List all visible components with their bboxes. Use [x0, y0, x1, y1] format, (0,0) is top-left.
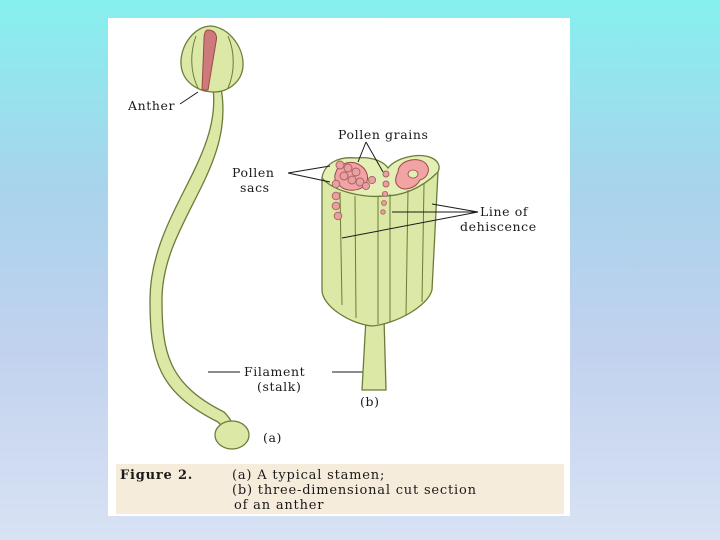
anther-lobe-line: [227, 35, 234, 89]
pollen-grain: [382, 180, 390, 188]
pollen-grain: [343, 163, 353, 173]
label-part-b: (b): [360, 394, 380, 409]
caption-line-2: (b) three-dimensional cut section: [232, 483, 477, 498]
caption-line-1: (a) A typical stamen;: [232, 468, 385, 483]
pollen-grain: [367, 175, 377, 185]
pollen-grain: [361, 181, 371, 191]
groove-line: [339, 191, 343, 306]
pollen-grain: [335, 160, 345, 170]
leader-anther: [179, 91, 199, 105]
leader-pollen-grains: [365, 141, 384, 173]
stamen-a: Anther Filament (stalk) (a): [127, 25, 364, 450]
leader-pollen-sacs: [287, 165, 331, 174]
anther-lobe-line: [191, 35, 199, 89]
groove-line: [354, 195, 357, 319]
figure-caption: Figure 2. (a) A typical stamen; (b) thre…: [120, 468, 477, 513]
anther-dehiscence-stripe: [201, 29, 217, 91]
label-filament: Filament: [244, 364, 305, 379]
label-line-of-dehiscence-2: dehiscence: [460, 219, 537, 234]
pollen-grain: [380, 209, 386, 215]
filament-a: [149, 87, 237, 437]
pollen-grain: [347, 175, 357, 185]
caption-line-3: of an anther: [234, 498, 324, 513]
label-pollen-sacs-2: sacs: [240, 180, 270, 195]
label-anther: Anther: [127, 98, 175, 113]
leader-pollen-grains: [357, 141, 367, 163]
pollen-grain: [333, 211, 343, 221]
pollen-grain: [331, 179, 341, 189]
label-pollen-grains: Pollen grains: [338, 127, 429, 142]
pollen-grain: [381, 200, 387, 206]
pollen-grain: [381, 190, 389, 198]
anther-body: [321, 171, 439, 327]
label-line-of-dehiscence: Line of: [480, 204, 529, 219]
leader-pollen-sacs: [287, 172, 331, 183]
groove-line: [405, 189, 409, 317]
stalk-b: [361, 317, 387, 391]
pollen-grain: [331, 201, 341, 211]
label-filament-stalk: (stalk): [257, 379, 301, 394]
pollen-grain: [351, 167, 361, 177]
label-part-a: (a): [263, 430, 282, 445]
pollen-grains: [331, 160, 390, 221]
pollen-grain: [331, 191, 341, 201]
caption-bar: [116, 464, 564, 514]
label-pollen-sacs: Pollen: [232, 165, 274, 180]
leader-dehiscence: [341, 211, 479, 239]
groove-line: [421, 183, 425, 303]
caption-figure-label: Figure 2.: [120, 468, 193, 483]
anther-section-b: Pollen grains Pollen sacs Line of dehisc…: [232, 127, 537, 409]
pollen-grain: [382, 170, 390, 178]
filament-base: [214, 420, 250, 450]
pollen-grain: [355, 177, 365, 187]
leader-dehiscence: [431, 203, 479, 213]
pollen-sac-right-core: [407, 169, 419, 179]
pollen-grain: [339, 171, 349, 181]
